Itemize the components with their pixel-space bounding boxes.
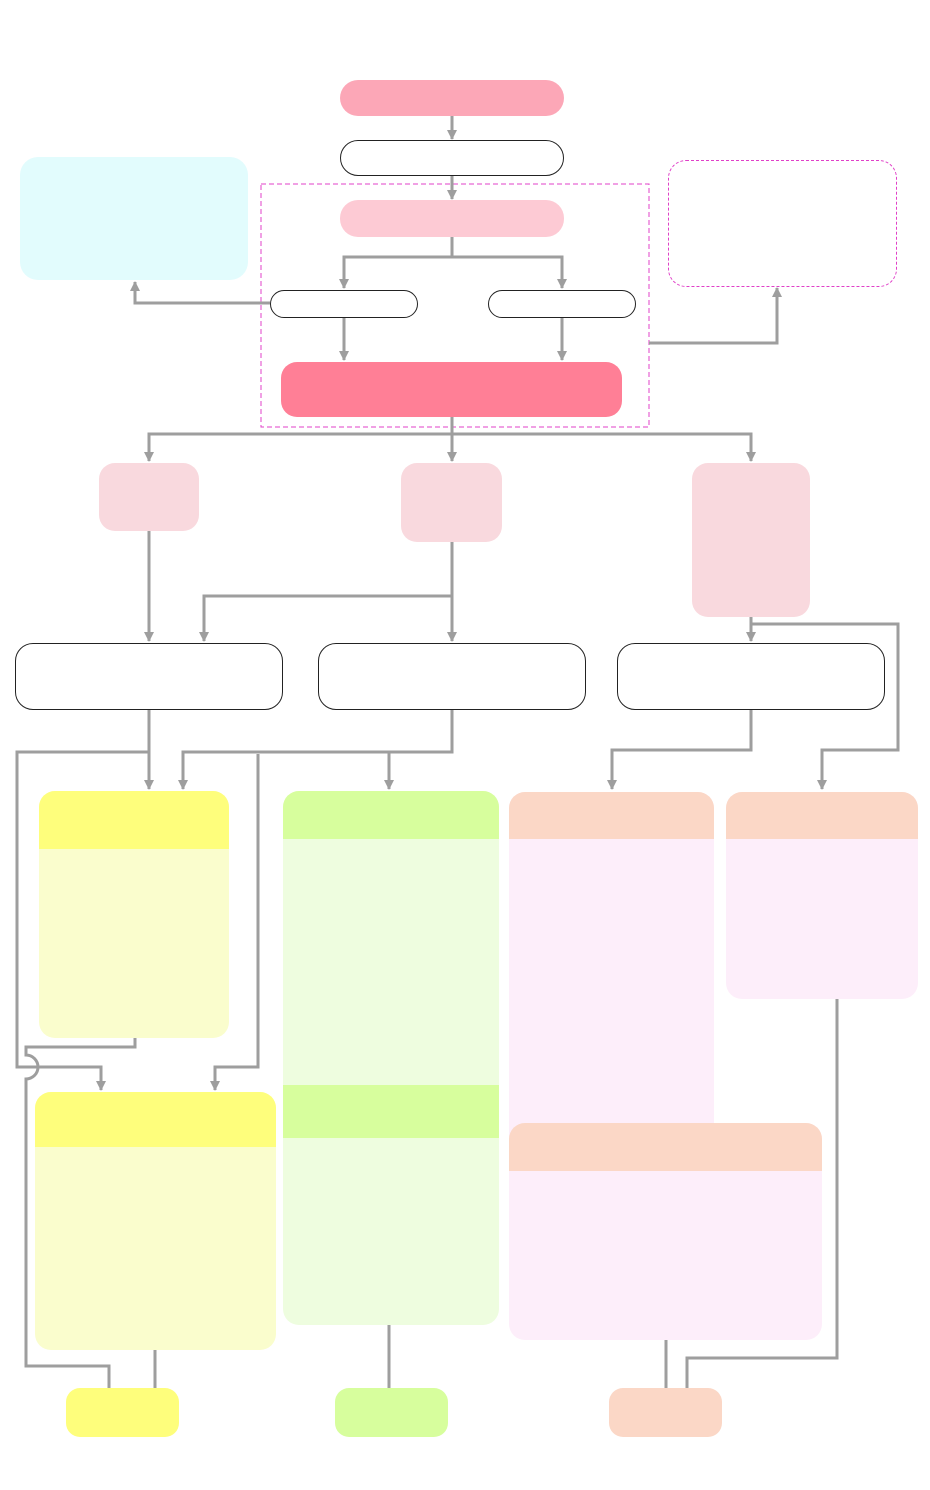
- panel-header: [726, 792, 918, 839]
- detail-panel: [283, 791, 499, 1325]
- connector: [751, 622, 900, 790]
- detail-panel: [509, 792, 714, 1152]
- panel-header: [509, 1123, 822, 1171]
- group-node: [617, 643, 885, 710]
- outcome-node: [335, 1388, 448, 1437]
- connector: [24, 1038, 137, 1388]
- step-node: [340, 200, 564, 237]
- detail-panel: [509, 1123, 822, 1340]
- connector: [15, 750, 149, 1091]
- panel-header: [39, 791, 229, 849]
- connector: [649, 287, 782, 345]
- branch-node: [270, 290, 418, 318]
- connector: [178, 710, 454, 790]
- connector: [452, 255, 567, 289]
- connector: [339, 237, 454, 289]
- detail-panel: [39, 791, 229, 1038]
- merge-node: [281, 362, 622, 417]
- group-node: [318, 643, 586, 710]
- panel-section-header: [283, 1085, 499, 1138]
- outcome-node: [609, 1388, 722, 1437]
- detail-panel: [726, 792, 918, 999]
- connector: [199, 594, 452, 642]
- category-node: [99, 463, 199, 531]
- panel-header: [283, 791, 499, 839]
- connector: [452, 432, 756, 462]
- connector: [607, 710, 753, 790]
- connector: [210, 754, 260, 1091]
- note-box-dashed: [668, 160, 897, 287]
- category-node: [401, 463, 502, 542]
- start-node: [340, 80, 564, 116]
- note-box: [20, 157, 248, 280]
- detail-panel: [35, 1092, 276, 1350]
- connector: [144, 432, 452, 462]
- panel-header: [35, 1092, 276, 1147]
- group-node: [15, 643, 283, 710]
- category-node: [692, 463, 810, 617]
- step-node: [340, 140, 564, 176]
- connector: [685, 999, 839, 1388]
- dashed-group-frame: [260, 183, 650, 428]
- branch-node: [488, 290, 636, 318]
- connector: [130, 281, 270, 305]
- outcome-node: [66, 1388, 179, 1437]
- panel-header: [509, 792, 714, 839]
